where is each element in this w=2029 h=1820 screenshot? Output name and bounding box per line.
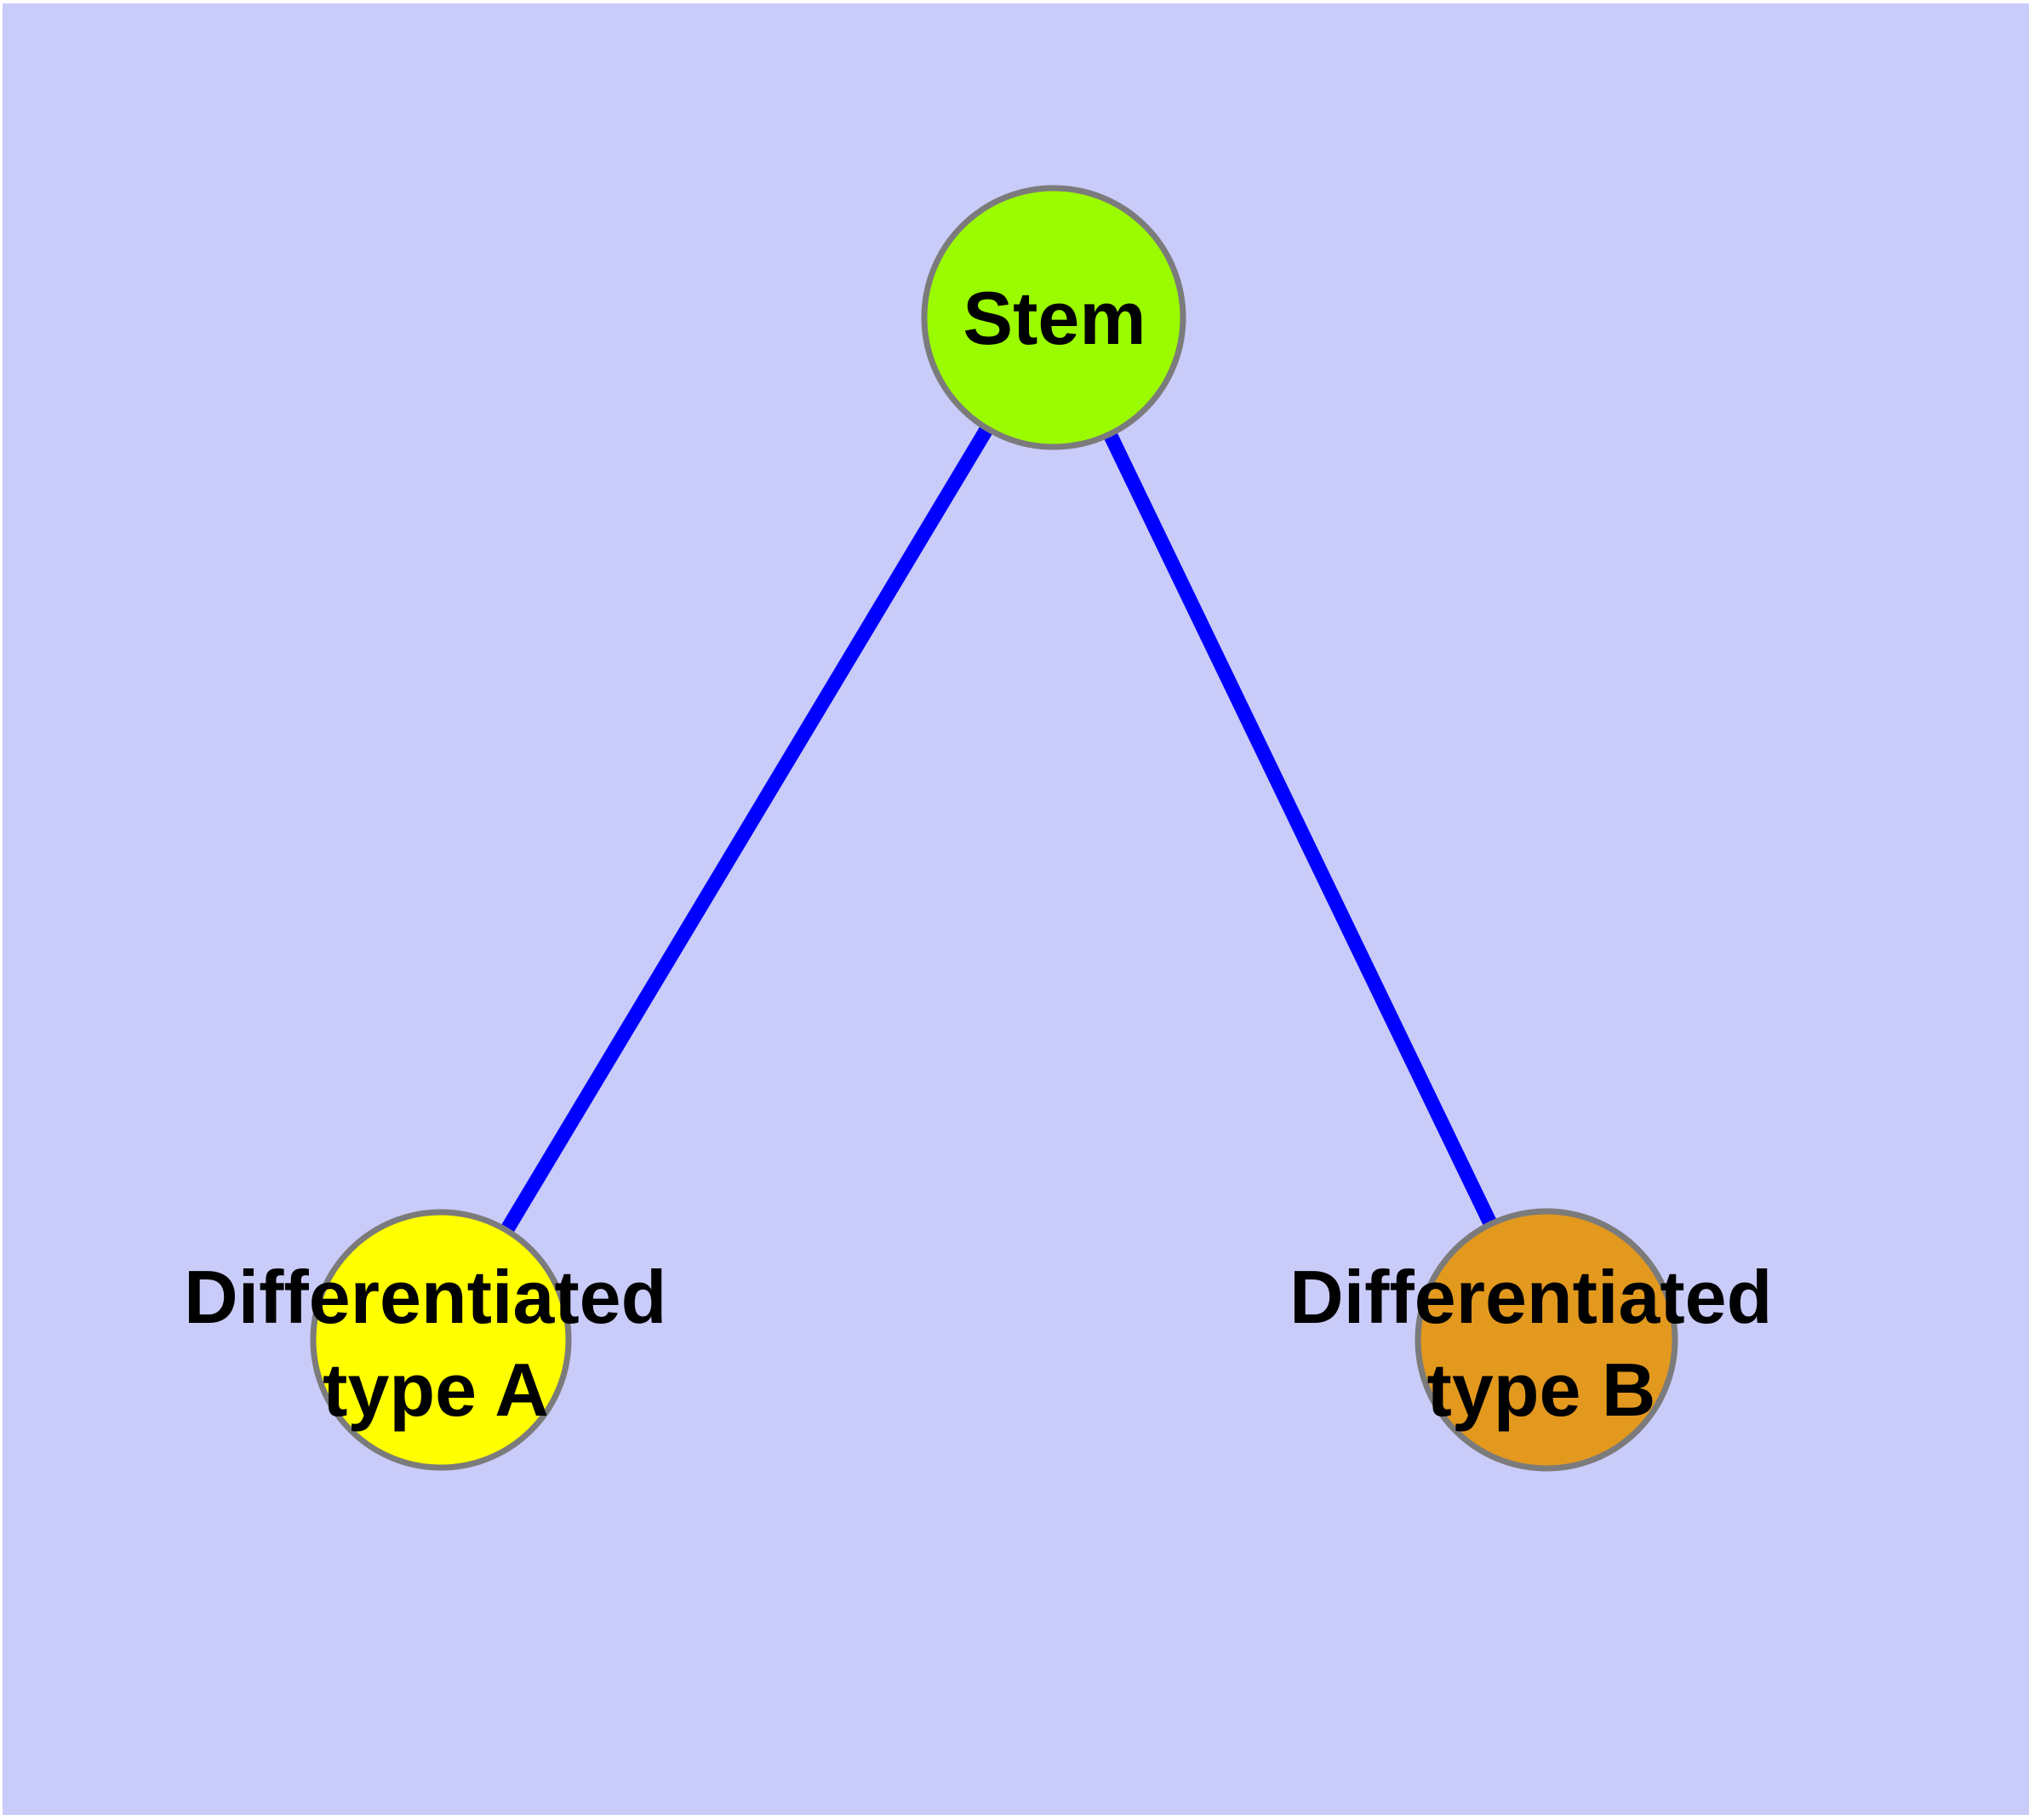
node-label-stem: Stem <box>963 276 1146 360</box>
edge-stem-to-type-a <box>434 313 1060 1344</box>
node-label-line: Differentiated <box>1289 1255 1772 1339</box>
node-differentiated-type-b <box>1415 1208 1678 1472</box>
node-label-differentiated-type-b: Differentiated type B <box>1289 1255 1793 1432</box>
node-label-line: type B <box>1427 1348 1656 1432</box>
node-differentiated-type-a <box>310 1209 572 1471</box>
node-label-line: Differentiated <box>184 1255 666 1339</box>
node-label-line: type A <box>323 1348 549 1432</box>
node-label-differentiated-type-a: Differentiated type A <box>184 1255 688 1432</box>
node-stem <box>921 185 1186 450</box>
edge-stem-to-type-b <box>1047 314 1553 1343</box>
